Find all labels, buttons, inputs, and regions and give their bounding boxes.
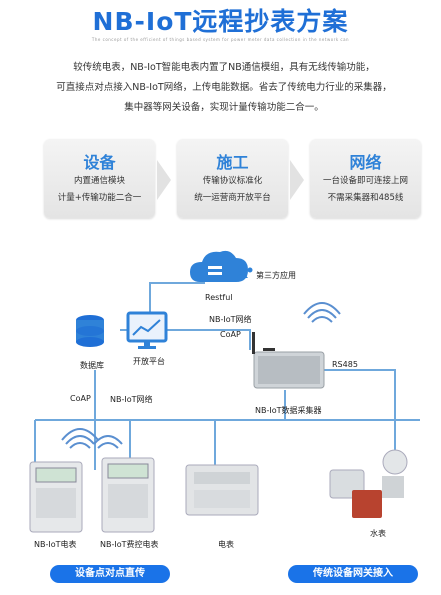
pill-gateway-access: 传统设备网关接入 [288, 565, 418, 583]
label-open-platform: 开放平台 [133, 357, 165, 366]
wifi-signal-icon [93, 435, 123, 449]
label-database: 数据库 [80, 361, 104, 370]
card-construction: 施工 传输协议标准化 统一运营商开放平台 [177, 139, 288, 218]
intro-text: 较传统电表，NB-IoT智能电表内置了NB通信模组，具有无线传输功能， 可直接点… [38, 58, 410, 118]
card-network-heading: 网络 [349, 153, 382, 172]
label-nbiot-network-top: NB-IoT网络 [209, 315, 252, 324]
wifi-signal-icon [303, 302, 341, 323]
label-meter-1: NB-IoT电表 [34, 540, 77, 549]
label-coap-top: CoAP [220, 330, 241, 339]
card-construction-heading: 施工 [216, 153, 249, 172]
label-coap-left: CoAP [70, 394, 91, 403]
intro-line-1: 较传统电表，NB-IoT智能电表内置了NB通信模组，具有无线传输功能， [73, 62, 375, 73]
card-device-line-1: 内置通信模块 [73, 176, 125, 186]
card-network-line-2: 不需采集器和485线 [327, 193, 404, 203]
chevron-arrow-icon [157, 160, 171, 200]
prepaid-meter-icon [101, 457, 155, 533]
pill-direct-connection: 设备点对点直传 [50, 565, 170, 583]
collector-device-icon [252, 332, 325, 389]
monitor-icon [126, 311, 168, 349]
page-title: NB-IoT远程抄表方案 [92, 7, 349, 36]
label-nbiot-network-left: NB-IoT网络 [110, 395, 153, 404]
users-icon [236, 264, 253, 278]
card-construction-line-2: 统一运营商开放平台 [194, 193, 271, 203]
intro-line-2: 可直接点对点接入NB-IoT网络，上传电能数据。省去了传统电力行业的采集器， [56, 82, 392, 93]
din-rail-meter-icon [185, 464, 259, 516]
label-collector: NB-IoT数据采集器 [255, 406, 322, 415]
label-meter-2: NB-IoT费控电表 [100, 540, 159, 549]
label-restful: Restful [205, 293, 233, 302]
chevron-arrow-icon [290, 160, 304, 200]
label-water-meter: 水表 [370, 529, 386, 538]
cloud-icon [190, 250, 248, 282]
card-construction-line-1: 传输协议标准化 [202, 176, 263, 186]
label-rs485: RS485 [332, 360, 358, 369]
database-icon [76, 315, 104, 347]
label-meter-3: 电表 [218, 540, 234, 549]
page-subtitle: The concept of the efficient of things b… [91, 37, 350, 42]
card-device-line-2: 计量+传输功能二合一 [57, 193, 142, 203]
card-network: 网络 一台设备即可连接上网 不需采集器和485线 [310, 139, 421, 218]
card-device: 设备 内置通信模块 计量+传输功能二合一 [44, 139, 155, 218]
card-device-heading: 设备 [83, 153, 116, 172]
intro-line-3: 集中器等网关设备，实现计量传输功能二合一。 [124, 102, 324, 113]
wifi-signal-icon [61, 428, 99, 449]
power-meter-icon [29, 461, 83, 533]
label-third-party: 第三方应用 [256, 271, 296, 280]
water-meter-icon [329, 449, 408, 518]
card-network-line-1: 一台设备即可连接上网 [322, 176, 408, 186]
